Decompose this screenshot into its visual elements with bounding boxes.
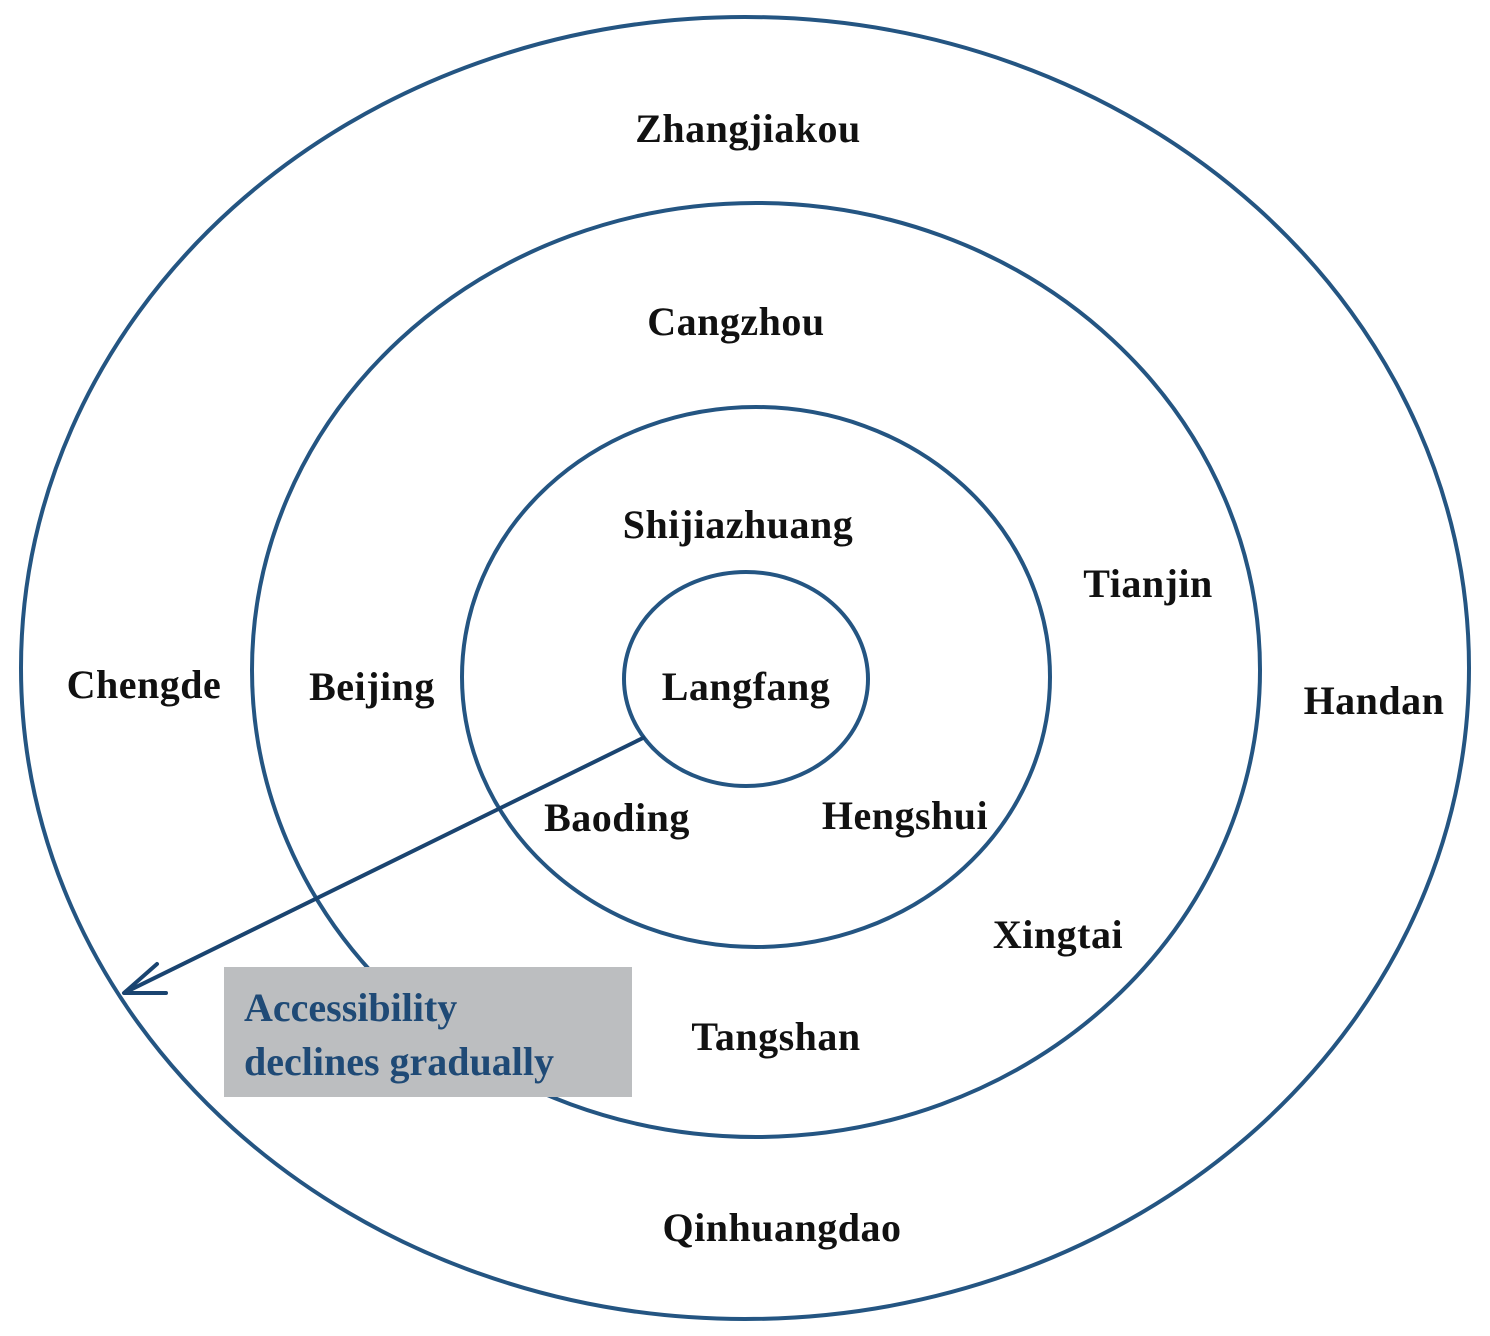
- ring-4-outer: [19, 15, 1471, 1321]
- city-label-shijiazhuang: Shijiazhuang: [623, 502, 854, 547]
- city-label-beijing: Beijing: [309, 664, 435, 709]
- accessibility-note-line-2: declines gradually: [244, 1039, 554, 1084]
- ring-2: [460, 405, 1052, 949]
- city-label-cangzhou: Cangzhou: [647, 299, 824, 344]
- city-label-handan: Handan: [1304, 678, 1445, 723]
- city-label-tangshan: Tangshan: [691, 1014, 860, 1059]
- city-label-langfang: Langfang: [662, 664, 831, 709]
- accessibility-arrow-line: [123, 735, 646, 995]
- city-label-zhangjiakou: Zhangjiakou: [635, 106, 861, 151]
- accessibility-arrow-head-icon: [122, 962, 168, 995]
- city-label-xingtai: Xingtai: [993, 912, 1123, 957]
- city-label-hengshui: Hengshui: [822, 793, 988, 838]
- city-label-qinhuangdao: Qinhuangdao: [663, 1205, 902, 1250]
- city-label-baoding: Baoding: [544, 795, 690, 840]
- accessibility-note-box: [224, 967, 632, 1097]
- city-label-chengde: Chengde: [67, 662, 222, 707]
- accessibility-note-line-1: Accessibility: [244, 985, 457, 1030]
- ring-1-inner: [622, 570, 870, 788]
- city-label-tianjin: Tianjin: [1083, 561, 1213, 606]
- ring-3: [250, 201, 1262, 1139]
